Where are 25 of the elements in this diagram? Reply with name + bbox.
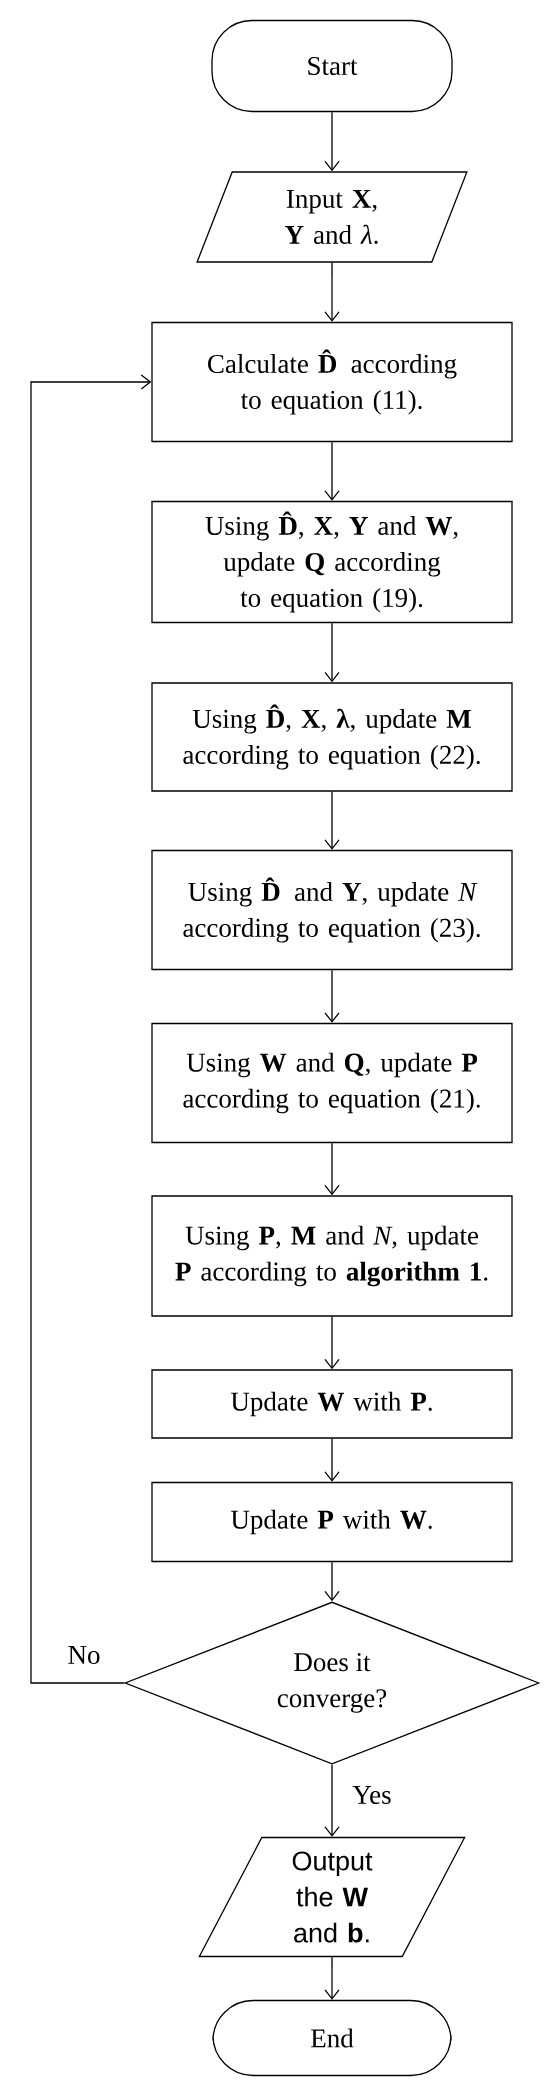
arrow xyxy=(324,1316,340,1370)
arrow xyxy=(324,441,340,501)
process-box: Using W and Q, update P according to equation (21). xyxy=(151,1022,513,1144)
process-box: Calculate D̂ according to equation (11). xyxy=(151,321,513,443)
edge-label: No xyxy=(66,1645,102,1665)
process-box: Update P with W. xyxy=(151,1481,513,1563)
arrow xyxy=(324,969,340,1023)
arrow xyxy=(324,1561,340,1602)
arrow xyxy=(324,622,340,683)
arrow xyxy=(324,1956,340,2000)
process-box: Update W with P. xyxy=(151,1369,513,1439)
arrow xyxy=(324,1764,340,1837)
process-box: Using D̂, X, λ, update M according to equation (22). xyxy=(151,682,513,792)
process-box: Using P, M and N, update P according to algorithm 1. xyxy=(151,1195,513,1317)
edge-label: Yes xyxy=(351,1785,393,1805)
arrow xyxy=(324,1438,340,1482)
arrow xyxy=(324,791,340,850)
input-output-parallelogram: Output the W and b. xyxy=(198,1836,466,1958)
arrow xyxy=(324,262,340,322)
arrow xyxy=(30,374,152,1684)
process-box: Using D̂, X, Y and W, update Q according to equation (19). xyxy=(151,500,513,624)
arrow xyxy=(324,1142,340,1196)
process-box: Using D̂ and Y, update N according to equation (23). xyxy=(151,849,513,971)
arrow xyxy=(324,111,340,172)
input-output-parallelogram: Input X, Y and λ. xyxy=(196,171,468,263)
